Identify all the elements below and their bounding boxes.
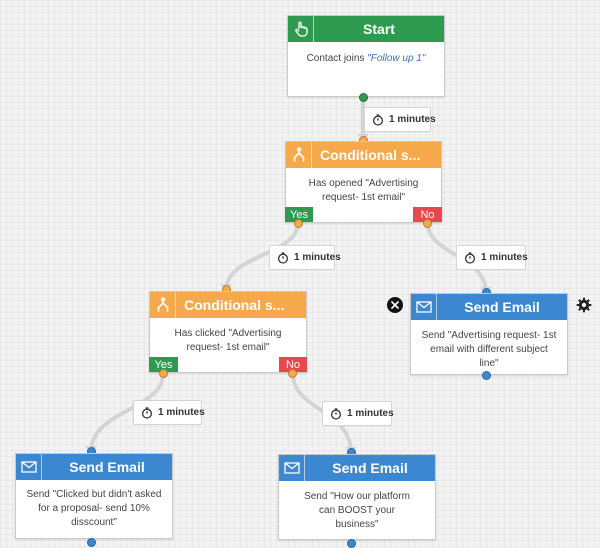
- condition-2-yes-port[interactable]: [159, 369, 168, 378]
- email-clicked-title: Send Email: [69, 459, 145, 475]
- start-node[interactable]: Start Contact joins "Follow up 1": [287, 15, 445, 97]
- connector-yes-1-to-condition-2: [224, 221, 300, 292]
- email-no-open-node[interactable]: Send Email Send "Advertising request- 1s…: [410, 293, 568, 375]
- start-node-title: Start: [363, 21, 395, 37]
- gear-icon[interactable]: [576, 297, 592, 313]
- delay-5[interactable]: 1 minutes: [322, 401, 394, 426]
- condition-2-header[interactable]: Conditional s...: [150, 292, 306, 318]
- split-icon: [150, 292, 176, 318]
- close-icon[interactable]: [387, 297, 403, 313]
- email-clicked-header[interactable]: Send Email: [16, 454, 172, 480]
- condition-1-no-branch[interactable]: No: [413, 207, 442, 222]
- condition-2-yes-branch[interactable]: Yes: [149, 357, 178, 372]
- split-icon: [286, 142, 312, 168]
- condition-1-yes-port[interactable]: [294, 219, 303, 228]
- condition-2-no-port[interactable]: [288, 369, 297, 378]
- email-not-clicked-title: Send Email: [332, 460, 408, 476]
- start-output-port[interactable]: [359, 93, 368, 102]
- envelope-icon: [279, 455, 305, 481]
- condition-1-header[interactable]: Conditional s...: [286, 142, 441, 168]
- email-not-clicked-header[interactable]: Send Email: [279, 455, 435, 481]
- email-no-open-title: Send Email: [464, 299, 540, 315]
- delay-3-label: 1 minutes: [481, 252, 528, 263]
- delay-5-label: 1 minutes: [347, 408, 394, 419]
- email-no-open-body: Send "Advertising request- 1st email wit…: [421, 330, 557, 369]
- delay-2-label: 1 minutes: [294, 252, 341, 263]
- email-clicked-output-port[interactable]: [87, 538, 96, 547]
- stopwatch-icon: [330, 407, 342, 420]
- condition-1-title: Conditional s...: [320, 147, 421, 163]
- start-node-body: Contact joins "Follow up 1": [288, 42, 444, 66]
- start-node-trigger-text: Contact joins: [306, 53, 368, 64]
- stopwatch-icon: [464, 251, 476, 264]
- condition-1-body: Has opened "Advertising request- 1st ema…: [308, 178, 419, 203]
- connector-yes-2-to-email: [89, 372, 165, 454]
- email-clicked-body: Send "Clicked but didn't asked for a pro…: [26, 489, 162, 528]
- email-clicked-node[interactable]: Send Email Send "Clicked but didn't aske…: [15, 453, 173, 539]
- email-no-open-header[interactable]: Send Email: [411, 294, 567, 320]
- delay-4-label: 1 minutes: [158, 407, 205, 418]
- email-no-open-output-port[interactable]: [482, 371, 491, 380]
- delay-2[interactable]: 1 minutes: [269, 245, 341, 270]
- envelope-icon: [16, 454, 42, 480]
- stopwatch-icon: [141, 406, 153, 419]
- condition-1-yes-branch[interactable]: Yes: [285, 207, 313, 222]
- delay-4[interactable]: 1 minutes: [133, 400, 205, 425]
- envelope-icon: [411, 294, 437, 320]
- condition-2-body: Has clicked "Advertising request- 1st em…: [174, 328, 282, 353]
- stopwatch-icon: [372, 113, 384, 126]
- start-node-list-name: "Follow up 1": [367, 53, 426, 64]
- condition-2-title: Conditional s...: [184, 297, 285, 313]
- delay-1[interactable]: 1 minutes: [364, 107, 436, 132]
- delay-1-label: 1 minutes: [389, 114, 436, 125]
- condition-2-no-branch[interactable]: No: [279, 357, 307, 372]
- delay-3[interactable]: 1 minutes: [456, 245, 528, 270]
- email-not-clicked-body: Send "How our platform can BOOST your bu…: [304, 491, 410, 530]
- email-not-clicked-node[interactable]: Send Email Send "How our platform can BO…: [278, 454, 436, 540]
- start-node-header[interactable]: Start: [288, 16, 444, 42]
- condition-1-no-port[interactable]: [423, 219, 432, 228]
- hand-pointer-icon: [288, 16, 314, 42]
- stopwatch-icon: [277, 251, 289, 264]
